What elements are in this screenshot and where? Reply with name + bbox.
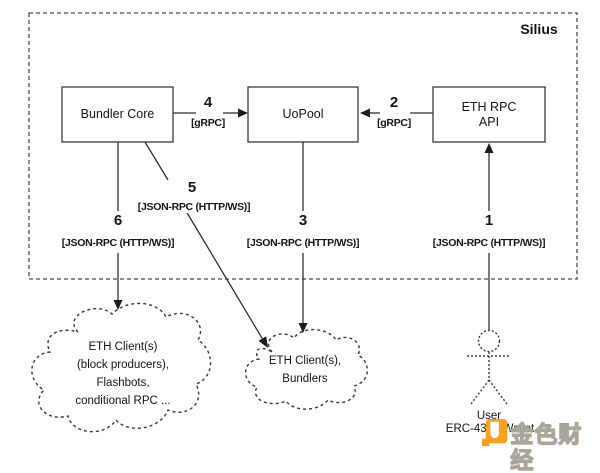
connectors [117,112,490,339]
edge-5-number: 5 [180,180,204,195]
uopool-box [247,86,359,143]
bundler-core-label: Bundler Core [80,107,155,121]
uopool-label: UoPool [282,107,324,121]
actor-head [477,329,501,353]
edge-1-number: 1 [477,213,501,228]
eth-clients-producers-cloud-label: ETH Client(s) (block producers), Flashbo… [75,341,171,407]
edge-5-arrowhead [258,336,268,348]
eth-rpc-api-label: ETH RPC API [461,99,517,129]
edge-2-number: 2 [382,95,406,110]
jinse-watermark-text: 金色财经 [510,420,583,473]
arrowheads [113,108,494,348]
edge-4-protocol-label: [gRPC] [178,117,238,129]
edge-1-arrowhead [484,143,494,153]
edge-1-protocol-label: [JSON-RPC (HTTP/WS)] [419,237,559,249]
edge-4-arrowhead [238,108,248,118]
edge-6-number: 6 [106,213,130,228]
component-boxes [61,86,546,143]
actor-right-leg [488,379,508,405]
edge-3-protocol-label: [JSON-RPC (HTTP/WS)] [233,237,373,249]
edge-6-arrowhead [113,300,123,310]
edge-6-protocol-label: [JSON-RPC (HTTP/WS)] [48,237,188,249]
edge-3-number: 3 [291,213,315,228]
eth-clients-bundlers-cloud-label: ETH Client(s), Bundlers [268,355,342,385]
edge-5-protocol-label: [JSON-RPC (HTTP/WS)] [124,201,264,213]
edge-5-line-b [185,210,263,339]
eth-clients-bundlers-cloud [244,328,368,410]
user-actor-icon [467,329,511,405]
jinse-logo-icon [482,418,508,447]
jinse-watermark: 金色财经 [482,418,600,473]
edge-2-arrowhead [360,108,370,118]
diagram-title: Silius [520,21,558,37]
edge-5-line-a [144,141,169,181]
eth-rpc-api-box [432,86,546,143]
diagram-page: { "diagram": { "title": "Silius", "boxes… [28,12,582,473]
edge-4-number: 4 [196,95,220,110]
architecture-diagram-canvas [28,12,578,433]
edge-3-arrowhead [298,323,308,333]
edge-2-protocol-label: [gRPC] [364,117,424,129]
actor-left-leg [470,379,490,405]
bundler-core-box [61,86,174,143]
eth-clients-producers-cloud [31,302,212,433]
